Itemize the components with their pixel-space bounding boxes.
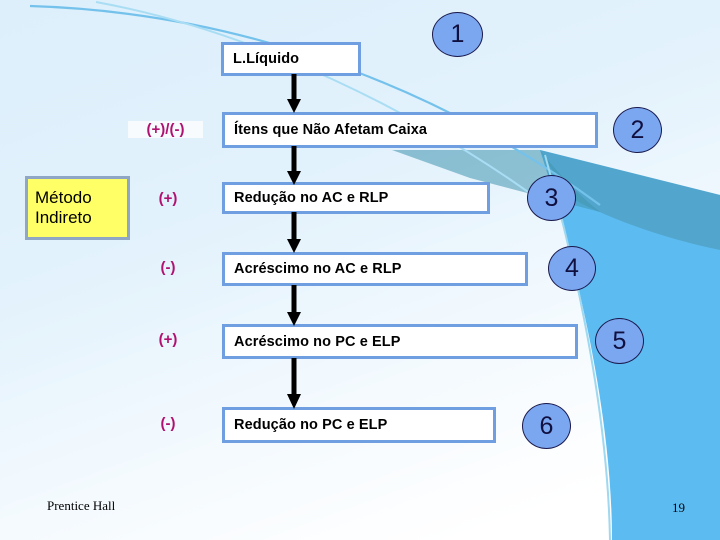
sign-label-5-text: (-) <box>160 415 176 432</box>
bullet-marker-5: 5 <box>595 318 644 364</box>
flow-box-5-label: Acréscimo no PC e ELP <box>234 333 401 350</box>
bullet-marker-5-number: 5 <box>612 326 627 355</box>
flow-box-1-label: L.Líquido <box>233 51 300 67</box>
bullet-marker-3-number: 3 <box>544 183 559 212</box>
arrow-box3-to-box4 <box>287 212 301 253</box>
sign-label-1-text: (+)/(-) <box>146 121 185 138</box>
sign-label-4: (+) <box>145 331 191 348</box>
bullet-marker-1: 1 <box>432 12 483 57</box>
flow-box-5[interactable]: Acréscimo no PC e ELP <box>222 324 578 359</box>
method-highlight-box[interactable]: Método Indireto <box>25 176 130 240</box>
sign-label-4-text: (+) <box>158 331 178 348</box>
arrow-box4-to-box5 <box>287 285 301 326</box>
flow-box-2-label: Ítens que Não Afetam Caixa <box>234 122 428 138</box>
flow-box-2[interactable]: Ítens que Não Afetam Caixa <box>222 112 598 148</box>
sign-label-2-text: (+) <box>158 190 178 207</box>
bullet-marker-2: 2 <box>613 107 662 153</box>
arrow-box5-to-box6 <box>287 358 301 409</box>
bullet-marker-2-number: 2 <box>630 115 645 144</box>
slide-page-number: 19 <box>672 500 685 515</box>
flow-box-4-label: Acréscimo no AC e RLP <box>234 261 402 277</box>
arrow-box1-to-box2 <box>287 74 301 113</box>
arrow-box2-to-box3 <box>287 146 301 185</box>
method-highlight-line2: Indireto <box>35 208 92 227</box>
arc-line-inner <box>95 1 561 216</box>
sign-label-3: (-) <box>145 259 191 276</box>
sign-label-1: (+)/(-) <box>128 121 203 138</box>
flow-box-1[interactable]: L.Líquido <box>221 42 361 76</box>
bullet-marker-3: 3 <box>527 175 576 221</box>
bullet-marker-1-number: 1 <box>450 20 465 48</box>
flow-box-6[interactable]: Redução no PC e ELP <box>222 407 496 443</box>
sign-label-3-text: (-) <box>160 259 176 276</box>
sign-label-5: (-) <box>145 415 191 432</box>
flow-box-6-label: Redução no PC e ELP <box>234 417 388 433</box>
bullet-marker-4: 4 <box>548 246 596 291</box>
sign-label-2: (+) <box>145 190 191 207</box>
bullet-marker-4-number: 4 <box>565 254 579 282</box>
flow-box-4[interactable]: Acréscimo no AC e RLP <box>222 252 528 286</box>
bullet-marker-6-number: 6 <box>539 411 554 440</box>
footer-publisher: Prentice Hall <box>47 498 116 513</box>
flow-box-3[interactable]: Redução no AC e RLP <box>222 182 490 214</box>
bullet-marker-6: 6 <box>522 403 571 449</box>
flow-box-3-label: Redução no AC e RLP <box>234 190 389 206</box>
swoosh-dark-band <box>540 150 720 250</box>
method-highlight-line1: Método <box>35 187 92 207</box>
